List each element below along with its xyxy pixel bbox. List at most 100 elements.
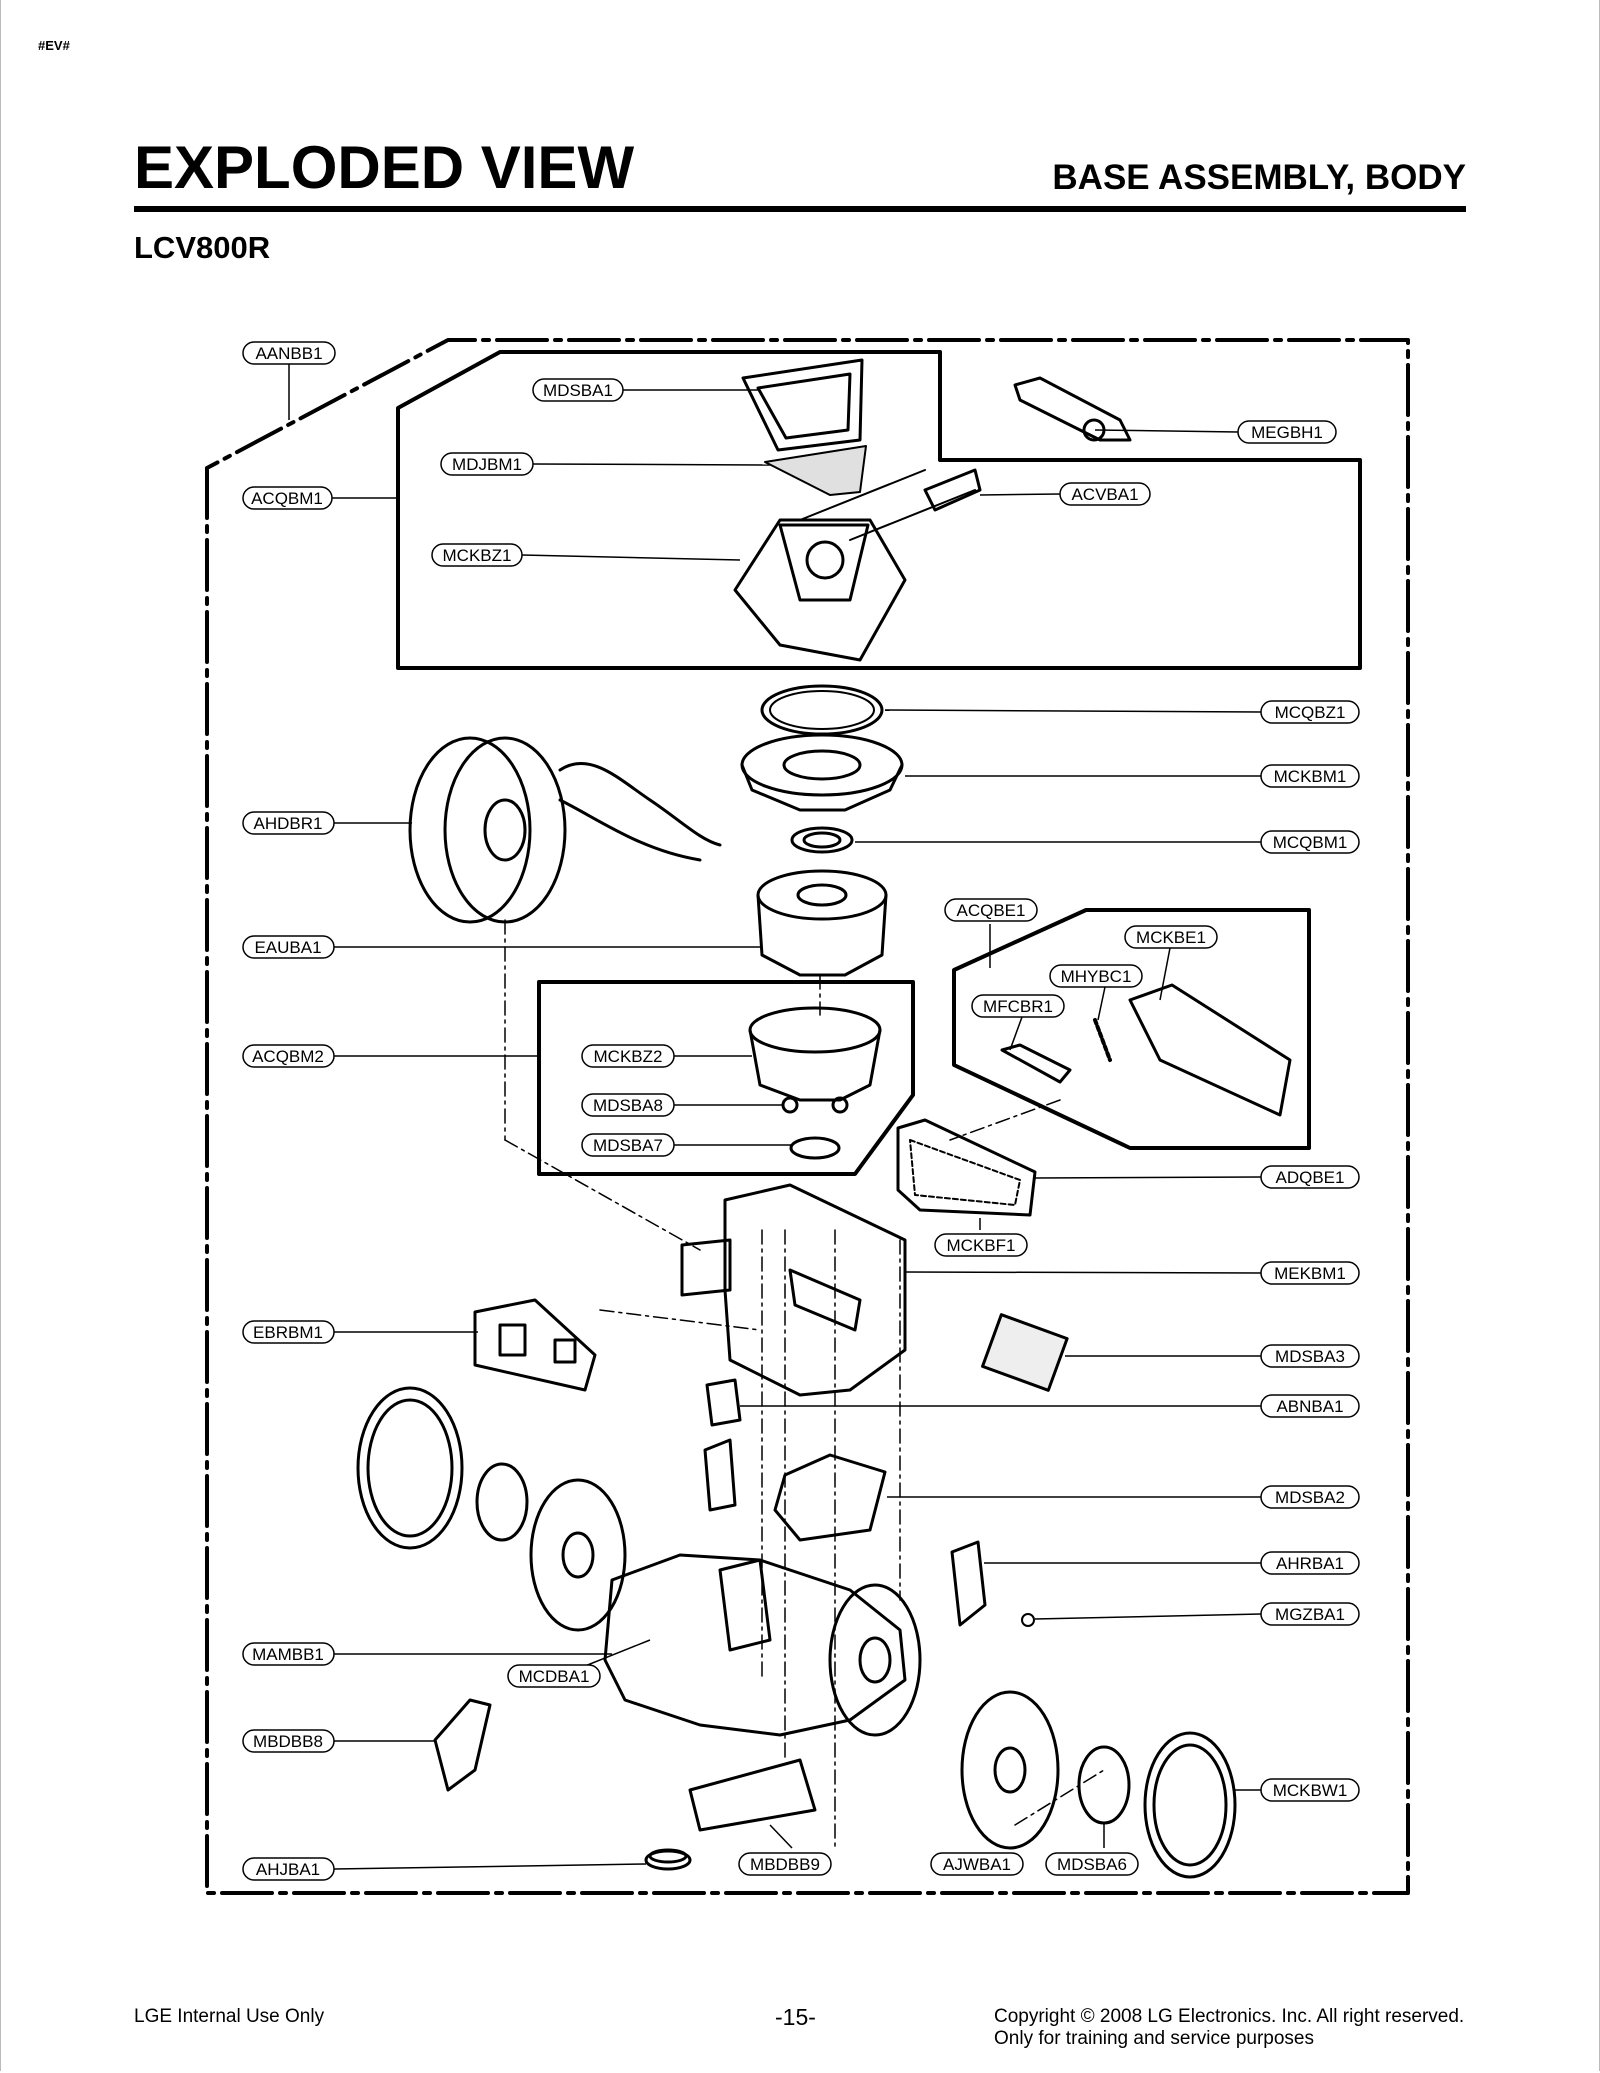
callout-aanbb1: AANBB1	[242, 341, 336, 365]
callout-text: AHRBA1	[1276, 1554, 1344, 1573]
callout-mdsba6: MDSBA6	[1045, 1852, 1139, 1876]
callout-text: MAMBB1	[252, 1645, 324, 1664]
callout-text: MCKBZ1	[443, 546, 512, 565]
callout-mdsba2: MDSBA2	[1260, 1485, 1360, 1509]
callout-labels: AANBB1 MDSBA1 MEGBH1 MDJBM1 ACVBA1 ACQBM…	[242, 341, 1360, 1881]
callout-eauba1: EAUBA1	[242, 935, 335, 959]
callout-ahjba1: AHJBA1	[242, 1857, 335, 1881]
callout-acqbe1: ACQBE1	[944, 898, 1038, 922]
callout-mhybc1: MHYBC1	[1049, 964, 1143, 988]
callout-text: EAUBA1	[254, 938, 321, 957]
callout-mcdba1: MCDBA1	[507, 1664, 601, 1688]
part-wheel-left	[356, 1386, 627, 1632]
callout-text: AHJBA1	[256, 1860, 320, 1879]
callout-ajwba1: AJWBA1	[930, 1852, 1024, 1876]
part-spring	[1093, 1018, 1112, 1062]
callout-text: AHDBR1	[254, 814, 323, 833]
callout-mckbm1: MCKBM1	[1260, 764, 1360, 788]
callout-text: MDJBM1	[452, 455, 522, 474]
callout-mdsba7: MDSBA7	[581, 1133, 675, 1157]
callout-mdsba8: MDSBA8	[581, 1093, 675, 1117]
callout-text: MCKBM1	[1274, 767, 1347, 786]
part-bumper-left	[433, 1698, 492, 1792]
part-motor-cover	[740, 733, 904, 812]
callout-megbh1: MEGBH1	[1237, 420, 1337, 444]
part-wheel-right	[960, 1690, 1237, 1879]
part-button-switch	[705, 1378, 742, 1427]
callout-text: MHYBC1	[1061, 967, 1132, 986]
part-cyclone-cover	[733, 518, 907, 662]
callout-text: MDSBA8	[593, 1096, 663, 1115]
footer-note: Only for training and service purposes	[994, 2028, 1314, 2050]
footer-page-number: -15-	[775, 2004, 816, 2030]
callout-text: ACQBM1	[251, 489, 323, 508]
callout-text: EBRBM1	[253, 1323, 323, 1342]
part-hose-joint	[923, 468, 982, 512]
part-filter-frame	[741, 358, 864, 452]
subassembly-box-acqbm1	[396, 350, 1362, 670]
callout-text: ACQBM2	[252, 1047, 324, 1066]
part-base-main	[603, 1553, 922, 1737]
callout-mekbm1: MEKBM1	[1260, 1261, 1360, 1285]
callout-mckbz2: MCKBZ2	[581, 1044, 675, 1068]
callout-text: MDSBA3	[1275, 1347, 1345, 1366]
part-motor	[756, 869, 888, 977]
callout-mdjbm1: MDJBM1	[440, 452, 534, 476]
part-ring-clip	[1021, 1613, 1035, 1627]
part-filter-sponge	[764, 445, 867, 496]
callout-mckbw1: MCKBW1	[1260, 1778, 1360, 1802]
callout-acqbm2: ACQBM2	[242, 1044, 335, 1068]
callout-acvba1: ACVBA1	[1059, 482, 1151, 506]
callout-ebrbm1: EBRBM1	[242, 1320, 335, 1344]
leader-lines	[288, 364, 1262, 1870]
subassembly-box-acqbe1	[952, 908, 1311, 1150]
part-gasket-bin	[773, 1453, 887, 1542]
callout-text: MEGBH1	[1251, 423, 1323, 442]
callout-mgzba1: MGZBA1	[1260, 1602, 1360, 1626]
callout-text: MCDBA1	[519, 1667, 590, 1686]
callout-text: MCQBM1	[1273, 833, 1348, 852]
callout-adqbe1: ADQBE1	[1260, 1165, 1360, 1189]
callout-text: AJWBA1	[943, 1855, 1011, 1874]
part-gasket-ring	[760, 684, 884, 736]
callout-text: MEKBM1	[1274, 1264, 1346, 1283]
callout-mdsba1: MDSBA1	[532, 378, 624, 402]
callout-text: MCKBE1	[1136, 928, 1206, 947]
subassembly-box-acqbm2	[537, 980, 915, 1176]
callout-mckbz1: MCKBZ1	[431, 543, 523, 567]
callout-text: MBDBB9	[750, 1855, 820, 1874]
callout-text: MFCBR1	[983, 997, 1053, 1016]
part-exhaust-grille	[1128, 983, 1292, 1117]
callout-text: MGZBA1	[1275, 1605, 1345, 1624]
callout-text: ABNBA1	[1276, 1397, 1343, 1416]
callout-mcqbz1: MCQBZ1	[1260, 700, 1360, 724]
callout-text: MDSBA6	[1057, 1855, 1127, 1874]
part-latch	[1000, 1043, 1072, 1084]
page-subtitle: BASE ASSEMBLY, BODY	[1052, 158, 1466, 197]
part-holder-right	[950, 1540, 987, 1627]
title-rule	[134, 206, 1466, 212]
page-title: EXPLODED VIEW	[134, 134, 635, 201]
callout-mckbf1: MCKBF1	[934, 1233, 1028, 1257]
callout-text: MCQBZ1	[1275, 703, 1346, 722]
callout-mcqbm1: MCQBM1	[1260, 830, 1360, 854]
callout-mambb1: MAMBB1	[242, 1642, 335, 1666]
callout-mckbe1: MCKBE1	[1124, 925, 1218, 949]
part-pcb	[473, 1298, 597, 1392]
model-number: LCV800R	[134, 230, 271, 265]
callout-text: ACVBA1	[1071, 485, 1138, 504]
assembly-guides	[504, 919, 1105, 1851]
callout-mdsba3: MDSBA3	[1260, 1344, 1360, 1368]
footer-copyright: Copyright © 2008 LG Electronics. Inc. Al…	[994, 2006, 1465, 2027]
part-plate-bracket	[703, 1438, 737, 1512]
footer-copyright-block: Copyright © 2008 LG Electronics. Inc. Al…	[994, 2006, 1464, 2051]
callout-ahrba1: AHRBA1	[1260, 1551, 1360, 1575]
section-tag: #EV#	[38, 38, 70, 53]
part-sponge-filter	[981, 1313, 1069, 1392]
callout-text: MDSBA7	[593, 1136, 663, 1155]
assembly-boundary-outer	[205, 338, 1410, 1895]
callout-text: AANBB1	[255, 344, 322, 363]
callout-text: MDSBA2	[1275, 1488, 1345, 1507]
callout-mbdbb9: MBDBB9	[738, 1852, 832, 1876]
